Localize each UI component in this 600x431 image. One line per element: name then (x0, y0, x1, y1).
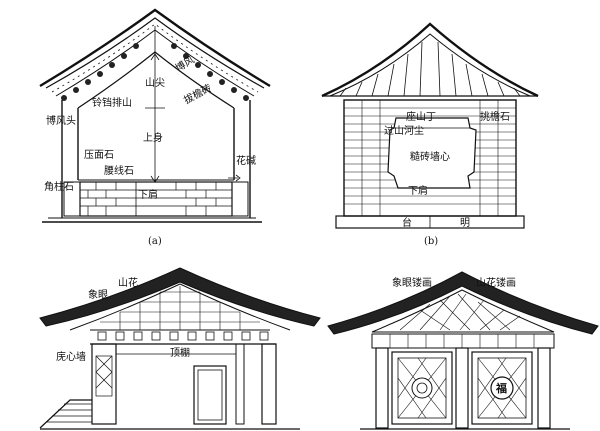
label-c-ding-peng: 顶棚 (170, 346, 190, 359)
panel-d: 福 象眼镂画 山花镂画 (327, 271, 599, 430)
panel-c-stairs (46, 403, 92, 423)
panel-d-gable-lattice (399, 293, 521, 331)
caption-a: (a) (148, 236, 162, 247)
label-b-zuo-shan-ding: 座山丁 (406, 110, 436, 123)
label-c-lu-xin: 庑心墙 (56, 350, 86, 363)
roof-d (327, 271, 599, 335)
label-a-xia-jian: 下肩 (138, 188, 158, 201)
panel-b-bricks (344, 100, 516, 216)
panel-b-rafters (339, 41, 521, 97)
panel-c-frieze (97, 331, 269, 341)
label-a-hua-jian: 花碱 (236, 154, 256, 167)
fu-medallion (490, 376, 514, 400)
panel-c: 山花 象眼 顶棚 庑心墙 (39, 267, 321, 430)
label-c-shan-hua: 山花 (118, 276, 138, 289)
label-b-sui-zhuan: 糙砖墙心 (410, 150, 450, 163)
panel-c-gable-bricks (100, 286, 260, 330)
caption-b: (b) (424, 236, 438, 247)
label-c-xiang-yan: 象眼 (88, 289, 108, 301)
label-a-jiao-zhu: 角柱石 (44, 180, 74, 193)
label-a-bo-feng-tou: 博风头 (46, 114, 76, 127)
label-b-ming: 明 (460, 217, 470, 229)
panel-d-frieze (389, 334, 535, 348)
ling-dang-ornaments (61, 43, 249, 101)
label-a-ya-mian: 压面石 (84, 149, 114, 161)
label-a-tuo-zhuan: 拔檐砖 (181, 81, 214, 107)
panel-a-bricks (80, 182, 232, 216)
label-a-shang-shen: 上身 (143, 131, 163, 144)
label-a-ling-dang: 铃铛排山 (92, 96, 132, 109)
label-d-shan-hua-diao: 山花镂画 (476, 276, 516, 289)
label-a-yao-xian: 腰线石 (104, 164, 134, 177)
label-b-tai: 台 (402, 216, 412, 229)
label-b-xia-jian: 下肩 (408, 184, 428, 197)
panel-a: 博风头 博风 铃铛排山 山尖 拔檐砖 上身 压面石 腰线石 花碱 角柱石 下肩 … (39, 8, 271, 247)
label-b-guo-shan: 过山河尘 (384, 124, 424, 137)
roof-c (39, 267, 321, 327)
panel-b: 座山丁 挑檐石 过山河尘 糙砖墙心 下肩 台 明 (b) (321, 22, 539, 247)
label-a-shan-jian: 山尖 (145, 76, 165, 89)
label-b-tuo-yan-shi: 挑檐石 (480, 110, 510, 123)
fu-character: 福 (495, 381, 507, 395)
panel-c-lattice (95, 355, 113, 397)
left-rosette (411, 377, 433, 399)
label-d-xiang-yan-diao: 象眼镂画 (392, 276, 432, 289)
